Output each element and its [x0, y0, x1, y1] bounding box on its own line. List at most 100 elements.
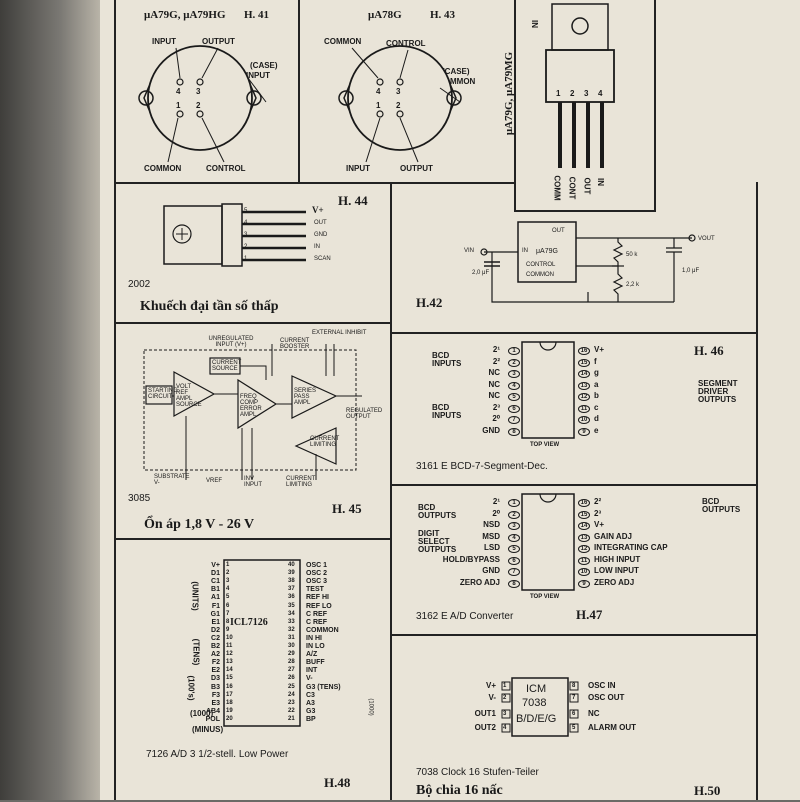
h46-pin-label-12: b: [594, 391, 599, 400]
h48-right-pin-num-33: 33: [288, 618, 295, 625]
h47-top-view: TOP VIEW: [530, 594, 560, 600]
h48-right-pin-num-34: 34: [288, 610, 295, 617]
h48-right-pin-num-35: 35: [288, 602, 295, 609]
h42-vout-label: VOUT: [698, 236, 715, 242]
h48-right-pin-31: IN HI: [306, 634, 322, 642]
h46-pin-num-6: 6: [508, 404, 520, 413]
h48-right-pin-29: A/Z: [306, 651, 318, 659]
h47-bcd-outputs-left: BCD OUTPUTS: [418, 503, 457, 520]
h48-right-pin-22: G3: [306, 707, 316, 715]
book-page: μA79G, μA79HG H. 41 INPUT OUTPUT (CASE) …: [100, 0, 800, 800]
h47-pin-num-11: 11: [578, 556, 590, 565]
h48-left-pin-num-3: 3: [226, 578, 230, 585]
h48-right-pin-33: C REF: [306, 618, 327, 626]
h41-package-drawing: [138, 45, 267, 163]
h48-right-pin-num-30: 30: [288, 643, 295, 649]
h47-pin-label-15: 2³: [594, 508, 602, 518]
h48-left-pin-num-1: 1: [226, 562, 230, 568]
h48-right-pin-num-24: 24: [288, 691, 295, 698]
h47-number: H.47: [576, 607, 603, 622]
h47-pin-num-10: 10: [578, 568, 590, 576]
h43-output-label: OUTPUT: [400, 164, 433, 173]
h43-control-label: CONTROL: [386, 39, 426, 48]
h45-caption: Ổn áp 1,8 V - 26 V: [144, 517, 255, 532]
h46-bcd-inputs-top: BCD INPUTS: [432, 351, 462, 368]
h45-regulated-output: REGULATED OUTPUT: [346, 408, 383, 420]
h46-number: H. 46: [694, 343, 724, 358]
h45-freq-comp: FREQ COMP ERROR AMPL: [240, 394, 262, 418]
h50-pin-num-5: 5: [572, 725, 576, 731]
h47-pin-label-9: ZERO ADJ: [594, 577, 635, 587]
h48-left-pin-num-14: 14: [226, 667, 233, 674]
pkg-pin-3: 3: [584, 89, 589, 98]
h47-pin-label-12: INTEGRATING CAP: [594, 543, 668, 552]
h48-left-pin-18: E3: [211, 699, 220, 707]
h48-right-pin-num-40: 40: [288, 562, 295, 568]
h41-control-label: CONTROL: [206, 164, 246, 173]
h50-number: H.50: [694, 783, 721, 798]
h48-right-pin-num-26: 26: [288, 675, 295, 682]
h42-chip-label: μA79G: [536, 248, 558, 255]
h48-left-pin-num-20: 20: [226, 715, 233, 722]
h48-left-pin-num-10: 10: [226, 634, 233, 641]
h44-vplus: V+: [312, 205, 324, 215]
h48-left-pin-19: AB4: [205, 707, 220, 715]
h48-left-pin-num-16: 16: [226, 683, 233, 690]
panel-h45: UNREGULATED INPUT (V+) CURRENT SOURCE CU…: [114, 322, 392, 540]
h48-right-pin-num-31: 31: [288, 634, 295, 641]
h44-pin-label-scan: SCAN: [314, 256, 331, 262]
h48-left-pin-num-7: 7: [226, 610, 230, 617]
h46-pin-label-2: 2²: [492, 356, 500, 366]
h50-pin-label-8: OSC IN: [588, 681, 616, 690]
h47-pin-label-13: GAIN ADJ: [594, 531, 632, 541]
h48-left-pin-15: D3: [211, 675, 220, 683]
h46-pin-num-3: 3: [508, 370, 520, 378]
h45-external-inhibit: EXTERNAL INHIBIT: [312, 330, 367, 336]
h50-pin-num-3: 3: [503, 711, 507, 717]
h50-code: 7038 Clock 16 Stufen-Teiler: [416, 767, 539, 778]
h48-right-pin-num-25: 25: [288, 683, 295, 690]
h47-pin-num-12: 12: [578, 545, 590, 553]
h48-right-pin-30: IN LO: [306, 643, 325, 650]
h45-volt-ref: VOLT REF AMPL SOURCE: [176, 384, 202, 408]
h42-out-label: OUT: [552, 228, 565, 234]
h48-left-pin-4: B1: [211, 586, 220, 594]
pkg-pin-2: 2: [570, 89, 575, 98]
h47-pin-num-16: 16: [578, 499, 590, 507]
h45-series-pass: SERIES PASS AMPL: [294, 388, 317, 406]
h43-case-sub-label: COMMON: [438, 77, 476, 86]
h47-pin-num-2: 2: [508, 510, 520, 519]
panel-package-side: IN μA79G, μA79MG 1 2 3 4 COMM CONT OUT I…: [503, 0, 656, 212]
h47-pin-num-13: 13: [578, 533, 590, 542]
h44-pin-label-out: OUT: [314, 220, 327, 226]
h48-left-pin-12: A2: [211, 651, 220, 659]
h47-pin-label-14: V+: [594, 520, 605, 529]
pkg-in-top: IN: [530, 20, 539, 28]
h41-pin-3: 3: [196, 87, 201, 96]
h48-left-pin-num-4: 4: [226, 586, 230, 593]
h46-pin-label-9: e: [594, 425, 599, 435]
h47-pin-label-10: LOW INPUT: [594, 566, 639, 575]
h47-pin-label-1: 2¹: [492, 497, 500, 506]
h48-thousand-label: (1000): [190, 709, 214, 718]
h50-pin-label-1: V+: [485, 681, 496, 690]
h50-pin-num-1: 1: [503, 683, 507, 689]
panel-h43: μA78G H. 43 COMMON CONTROL (CASE) COMMON…: [298, 0, 516, 184]
h44-pin-3: 3: [244, 232, 248, 238]
h50-pin-num-8: 8: [572, 683, 576, 689]
h47-pin-num-14: 14: [578, 522, 590, 530]
h41-common-label: COMMON: [144, 164, 182, 173]
h45-current-source: CURRENT SOURCE: [212, 360, 242, 372]
h41-pin-4: 4: [176, 87, 181, 96]
h41-case-sub-label: INPUT: [246, 71, 270, 80]
h47-digit-select: DIGIT SELECT OUTPUTS: [418, 529, 457, 554]
h46-pin-label-3: NC: [488, 368, 500, 377]
h47-pin-label-5: LSD: [484, 543, 500, 552]
h47-pin-label-16: 2²: [594, 497, 602, 506]
h48-left-pin-8: E1: [211, 618, 220, 626]
h47-pin-num-8: 8: [508, 579, 520, 588]
h47-pin-num-3: 3: [508, 522, 520, 530]
h50-pin-label-5: ALARM OUT: [588, 723, 636, 732]
h44-pin-label-gnd: GND: [314, 232, 328, 238]
